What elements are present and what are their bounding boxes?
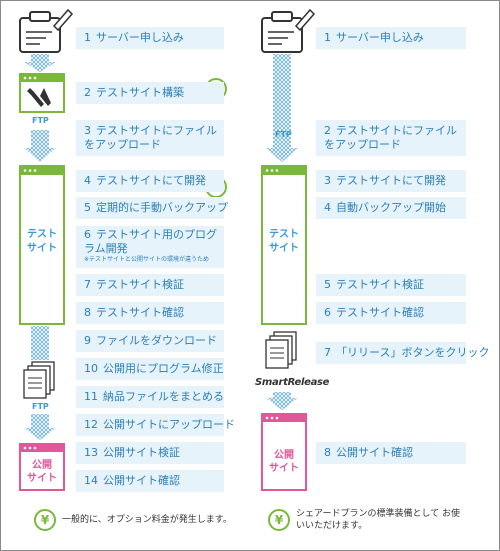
public-site-label-line1: 公開 [32, 459, 52, 471]
test-site-window: テスト サイト [19, 165, 65, 325]
documents-icon [23, 361, 55, 399]
smart-release-logo: SmartRelease [255, 377, 330, 388]
yen-icon: ¥ [34, 509, 56, 531]
flow-arrow [266, 54, 298, 162]
documents-icon [265, 331, 297, 369]
test-site-label-line2: サイト [269, 242, 299, 254]
ftp-label: FTP [275, 130, 292, 139]
clipboard-icon [261, 8, 316, 53]
clipboard-icon [19, 8, 74, 53]
public-site-label-line2: サイト [269, 462, 299, 474]
public-site-label-line2: サイト [27, 472, 57, 484]
legend-paid-text: 一般的に、オプション料金が発生します。 [62, 515, 232, 525]
test-site-label-line1: テスト [27, 228, 57, 240]
build-window-icon [19, 73, 65, 113]
public-site-window: 公開 サイト [261, 413, 307, 491]
left-step-6-note: ※テストサイトと公開サイトの環境が違うため [84, 256, 210, 263]
legend-included-text: シェアードプランの標準装備として お使いいただけます。 [296, 509, 461, 531]
test-site-window: テスト サイト [261, 165, 307, 325]
test-site-label-line1: テスト [269, 228, 299, 240]
public-site-label-line1: 公開 [274, 449, 294, 461]
right-step-7: 7「リリース」ボタンをクリック [316, 342, 489, 364]
flow-arrow [24, 54, 56, 72]
flow-arrow [31, 326, 49, 360]
flow-arrow [24, 130, 56, 162]
flow-arrow [24, 414, 56, 440]
test-site-label-line2: サイト [27, 242, 57, 254]
ftp-label: FTP [32, 402, 49, 411]
yen-icon: ¥ [268, 509, 290, 531]
ftp-label: FTP [32, 116, 49, 125]
public-site-window: 公開 サイト [19, 443, 65, 491]
flow-arrow [266, 392, 298, 410]
